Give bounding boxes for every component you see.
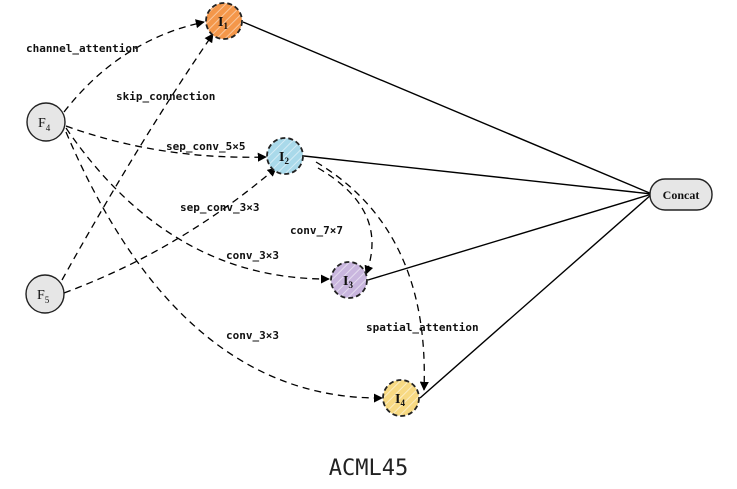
node-i1-label: I1 xyxy=(218,15,228,31)
label-skip-connection: skip_connection xyxy=(116,90,215,103)
edge-f5-i1-skip-connection xyxy=(61,33,214,281)
dashed-edges xyxy=(61,19,429,403)
node-f4-main: F xyxy=(38,116,46,131)
node-i4-circle xyxy=(382,379,420,417)
edge-i3-concat xyxy=(367,193,653,281)
node-i2: I2 xyxy=(266,137,304,175)
node-i3-label: I3 xyxy=(343,274,353,290)
label-sep-conv-5x5: sep_conv_5×5 xyxy=(166,140,245,153)
node-i3-circle xyxy=(330,261,368,299)
edge-i4-concat xyxy=(419,193,653,399)
node-concat-label: Concat xyxy=(663,188,700,202)
node-i4: I4 xyxy=(382,379,420,417)
edge-f4-i2-sep-conv-5x5 xyxy=(65,125,267,162)
label-channel-attention: channel_attention xyxy=(26,42,139,55)
node-concat-box xyxy=(649,178,713,211)
node-f5-main: F xyxy=(37,288,45,303)
label-conv-7x7: conv_7×7 xyxy=(290,224,343,237)
label-conv-3x3-i3: conv_3×3 xyxy=(226,249,279,262)
edge-i2-i3-conv-7x7 xyxy=(317,167,374,275)
node-f4-circle xyxy=(26,102,66,142)
node-f4-sub: 4 xyxy=(46,123,51,133)
node-i3-main: I xyxy=(343,274,348,289)
node-i4-main: I xyxy=(395,392,400,407)
node-i1-sub: 1 xyxy=(223,21,228,31)
node-i1: I1 xyxy=(205,2,243,40)
node-i2-circle xyxy=(266,137,304,175)
edge-i1-concat xyxy=(242,21,653,195)
label-sep-conv-3x3: sep_conv_3×3 xyxy=(180,201,259,214)
edge-i2-concat xyxy=(303,155,653,195)
label-conv-3x3-i4: conv_3×3 xyxy=(226,329,279,342)
edge-labels: channel_attention skip_connection sep_co… xyxy=(26,42,479,342)
node-f5-label: F5 xyxy=(37,288,50,305)
edge-f5-i2-sep-conv-3x3 xyxy=(63,167,277,294)
node-f5-sub: 5 xyxy=(45,295,50,305)
edge-i2-i4-spatial-attention xyxy=(315,161,429,391)
node-f4-label: F4 xyxy=(38,116,51,133)
node-concat: Concat xyxy=(649,178,713,211)
node-i2-main: I xyxy=(279,150,284,165)
label-spatial-attention: spatial_attention xyxy=(366,321,479,334)
node-i1-circle xyxy=(205,2,243,40)
node-i3: I3 xyxy=(330,261,368,299)
node-i2-sub: 2 xyxy=(284,156,289,166)
solid-edges xyxy=(242,21,653,399)
node-f4: F4 xyxy=(26,102,66,142)
node-f5-circle xyxy=(25,274,65,314)
node-i3-sub: 3 xyxy=(348,280,353,290)
node-f5: F5 xyxy=(25,274,65,314)
edge-f4-i4-conv-3x3 xyxy=(65,131,383,403)
edge-f4-i1-channel-attention xyxy=(63,19,205,113)
node-i1-main: I xyxy=(218,15,223,30)
node-i2-label: I2 xyxy=(279,150,289,166)
figure-caption: ACML45 xyxy=(328,456,409,481)
node-i4-sub: 4 xyxy=(400,398,405,408)
node-i4-label: I4 xyxy=(395,392,405,408)
